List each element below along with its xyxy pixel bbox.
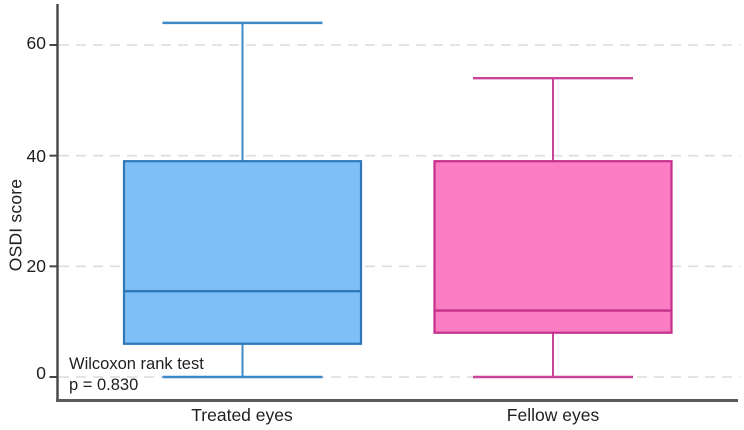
x-category-label-fellow-eyes: Fellow eyes (506, 405, 600, 425)
y-tick-label-0: 0 (36, 363, 46, 383)
y-tick-label-60: 60 (26, 33, 46, 53)
iqr-box (122, 160, 363, 345)
stat-test-annotation: Wilcoxon rank test p = 0.830 (69, 354, 204, 396)
y-tick-label-40: 40 (26, 146, 46, 166)
x-category-label-treated-eyes: Treated eyes (191, 405, 293, 425)
box-treated-eyes (122, 21, 363, 379)
stat-test-p-value: p = 0.830 (69, 376, 139, 394)
box-fellow-eyes (433, 77, 673, 379)
iqr-box (433, 160, 673, 334)
y-tick-label-20: 20 (26, 256, 46, 276)
stat-test-name: Wilcoxon rank test (69, 355, 204, 373)
